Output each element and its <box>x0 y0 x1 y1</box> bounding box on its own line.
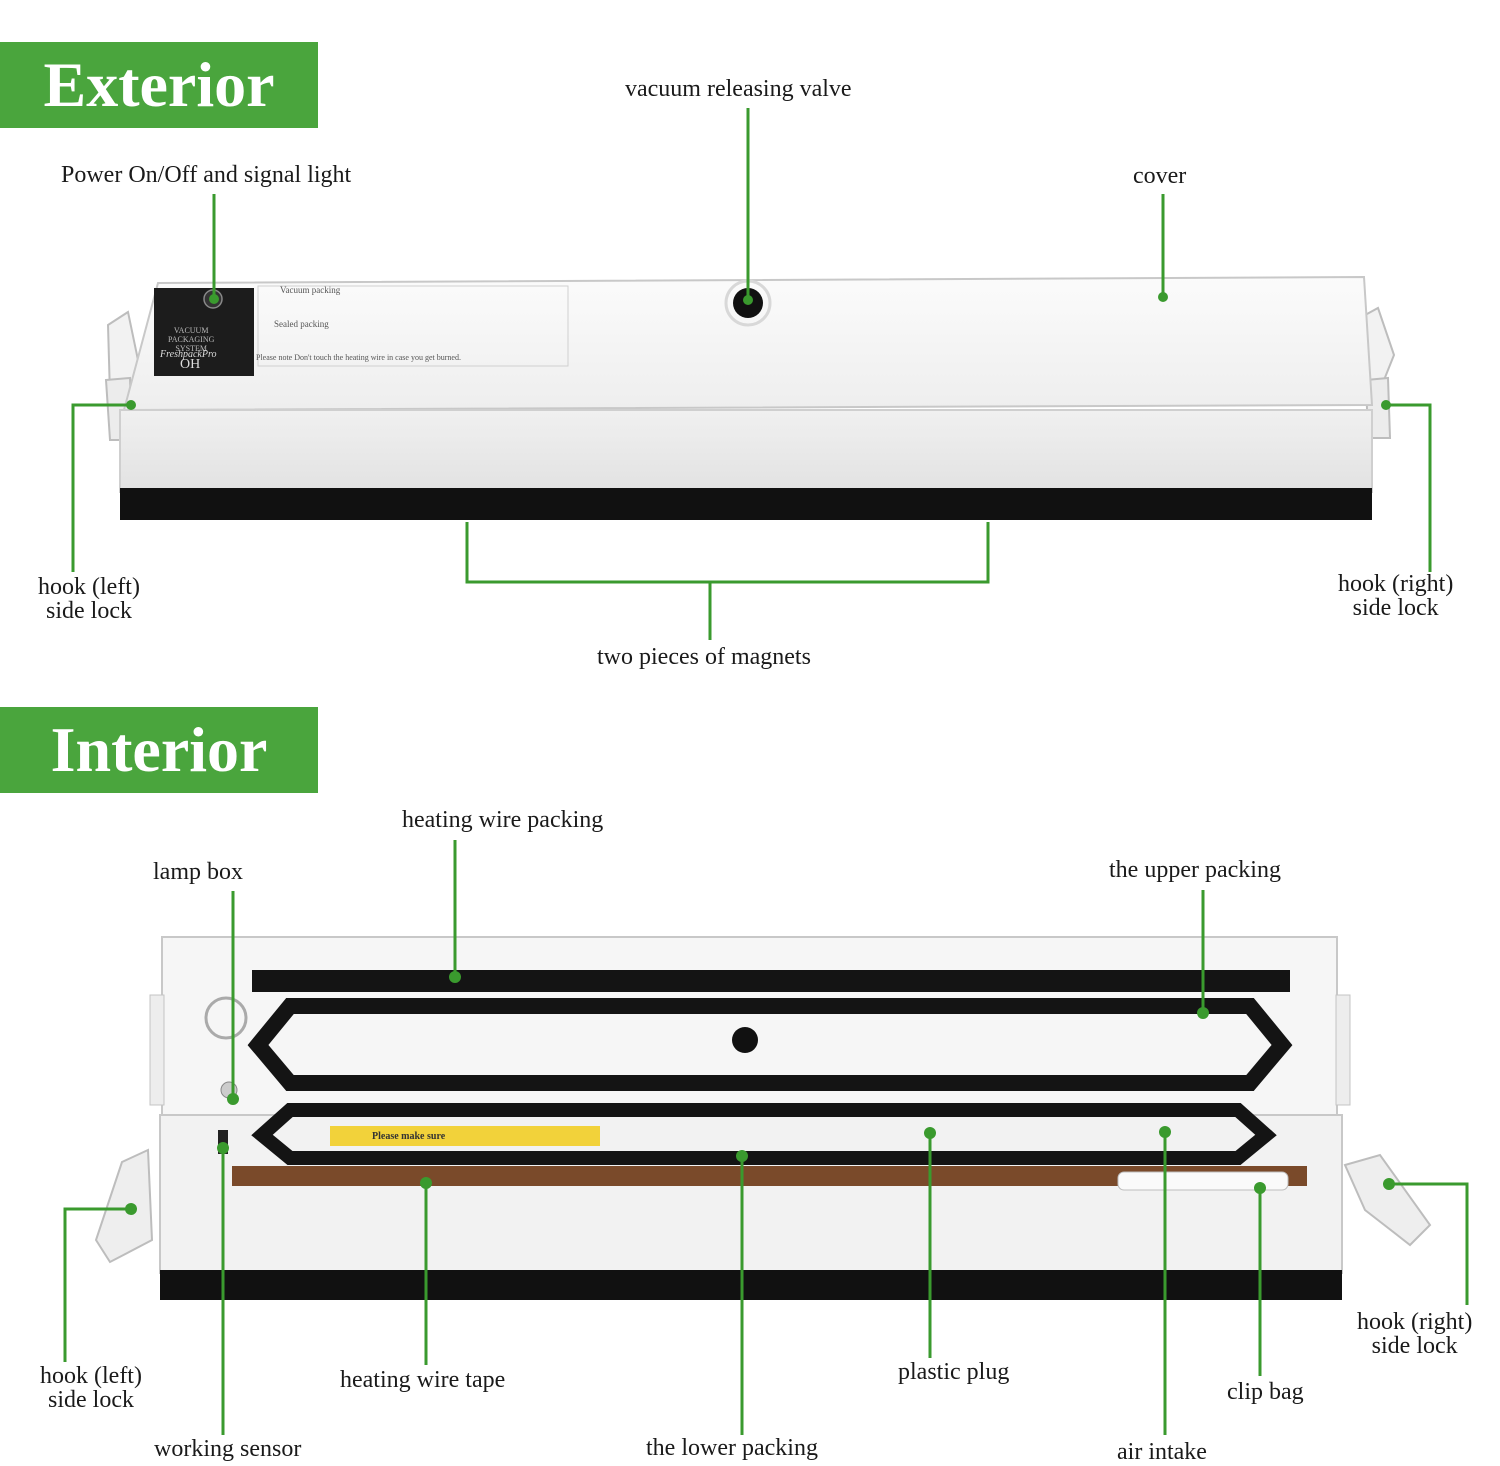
instruction-vacuum-heading: Vacuum packing <box>280 285 341 295</box>
heating-wire-tape <box>232 1166 1307 1186</box>
label-magnets: two pieces of magnets <box>597 644 811 670</box>
leader-magnets <box>465 522 990 584</box>
dot-clip-bag <box>1254 1182 1266 1194</box>
dot-int-hook-right <box>1383 1178 1395 1190</box>
label-clip-bag: clip bag <box>1227 1379 1304 1405</box>
dot-int-hook-left <box>125 1203 137 1215</box>
instruction-note: Please note Don't touch the heating wire… <box>256 353 461 362</box>
leader-int-hook-right <box>1389 1182 1469 1305</box>
label-heating-wire-packing: heating wire packing <box>402 807 604 833</box>
dot-working-sensor <box>217 1142 229 1154</box>
dot-power <box>209 294 219 304</box>
exterior-title: Exterior <box>0 42 318 128</box>
leader-hook-left <box>71 403 131 572</box>
sticker-text: Please make sure <box>372 1131 446 1142</box>
label-valve: vacuum releasing valve <box>625 76 852 102</box>
label-plastic-plug: plastic plug <box>898 1359 1010 1385</box>
dot-heating-wire-packing <box>449 971 461 983</box>
panel-brand: FreshpackPro <box>160 349 217 360</box>
instruction-area <box>257 285 569 367</box>
label-int-hook-right: hook (right) side lock <box>1357 1309 1473 1359</box>
panel-model: OH <box>180 357 201 372</box>
base-tray-black <box>160 1270 1342 1300</box>
dot-hook-left <box>126 400 136 410</box>
cover-surface <box>122 275 1374 412</box>
interior-title: Interior <box>0 707 318 793</box>
dot-lower-packing <box>736 1150 748 1162</box>
label-heating-wire-tape: heating wire tape <box>340 1367 506 1393</box>
left-hinge <box>149 994 165 1106</box>
upper-gasket <box>247 998 1293 1091</box>
label-hook-left: hook (left) side lock <box>38 574 140 624</box>
label-air-intake: air intake <box>1117 1439 1207 1465</box>
dot-air-intake <box>1159 1126 1171 1138</box>
dot-hook-right <box>1381 400 1391 410</box>
right-hinge <box>1335 994 1351 1106</box>
lid-valve-hole <box>732 1027 758 1053</box>
instruction-sealed-heading: Sealed packing <box>274 319 329 329</box>
label-lower-packing: the lower packing <box>646 1435 818 1461</box>
dot-valve <box>743 295 753 305</box>
label-upper-packing: the upper packing <box>1109 857 1281 883</box>
lamp-box <box>204 996 248 1040</box>
interior-dots <box>125 971 1395 1215</box>
dot-heating-wire-tape <box>420 1177 432 1189</box>
interior-device <box>94 936 1432 1300</box>
panel-system-text: VACUUM PACKAGING SYSTEM <box>168 326 215 353</box>
exterior-dots <box>126 292 1391 410</box>
leader-int-hook-left <box>63 1207 131 1362</box>
dot-upper-packing <box>1197 1007 1209 1019</box>
clip-bag-piece <box>1117 1171 1289 1191</box>
dot-cover <box>1158 292 1168 302</box>
base-front <box>119 409 1373 493</box>
dot-plastic-plug <box>924 1127 936 1139</box>
label-working-sensor: working sensor <box>154 1436 302 1462</box>
warning-sticker <box>330 1126 600 1146</box>
dot-lamp-box <box>227 1093 239 1105</box>
exterior-leaders <box>71 108 1432 640</box>
label-lamp-box: lamp box <box>153 859 243 885</box>
base-black-strip <box>120 488 1372 520</box>
lower-gasket <box>251 1103 1277 1165</box>
heating-wire-packing-strip <box>252 970 1290 992</box>
exterior-device <box>104 275 1396 520</box>
interior-leaders <box>63 840 1469 1435</box>
label-cover: cover <box>1133 163 1187 189</box>
leader-hook-right <box>1386 403 1432 572</box>
interior-right-lock <box>1343 1153 1432 1247</box>
label-hook-right: hook (right) side lock <box>1338 571 1454 621</box>
interior-left-lock <box>94 1148 154 1264</box>
label-int-hook-left: hook (left) side lock <box>40 1363 142 1413</box>
label-power: Power On/Off and signal light <box>61 162 352 188</box>
